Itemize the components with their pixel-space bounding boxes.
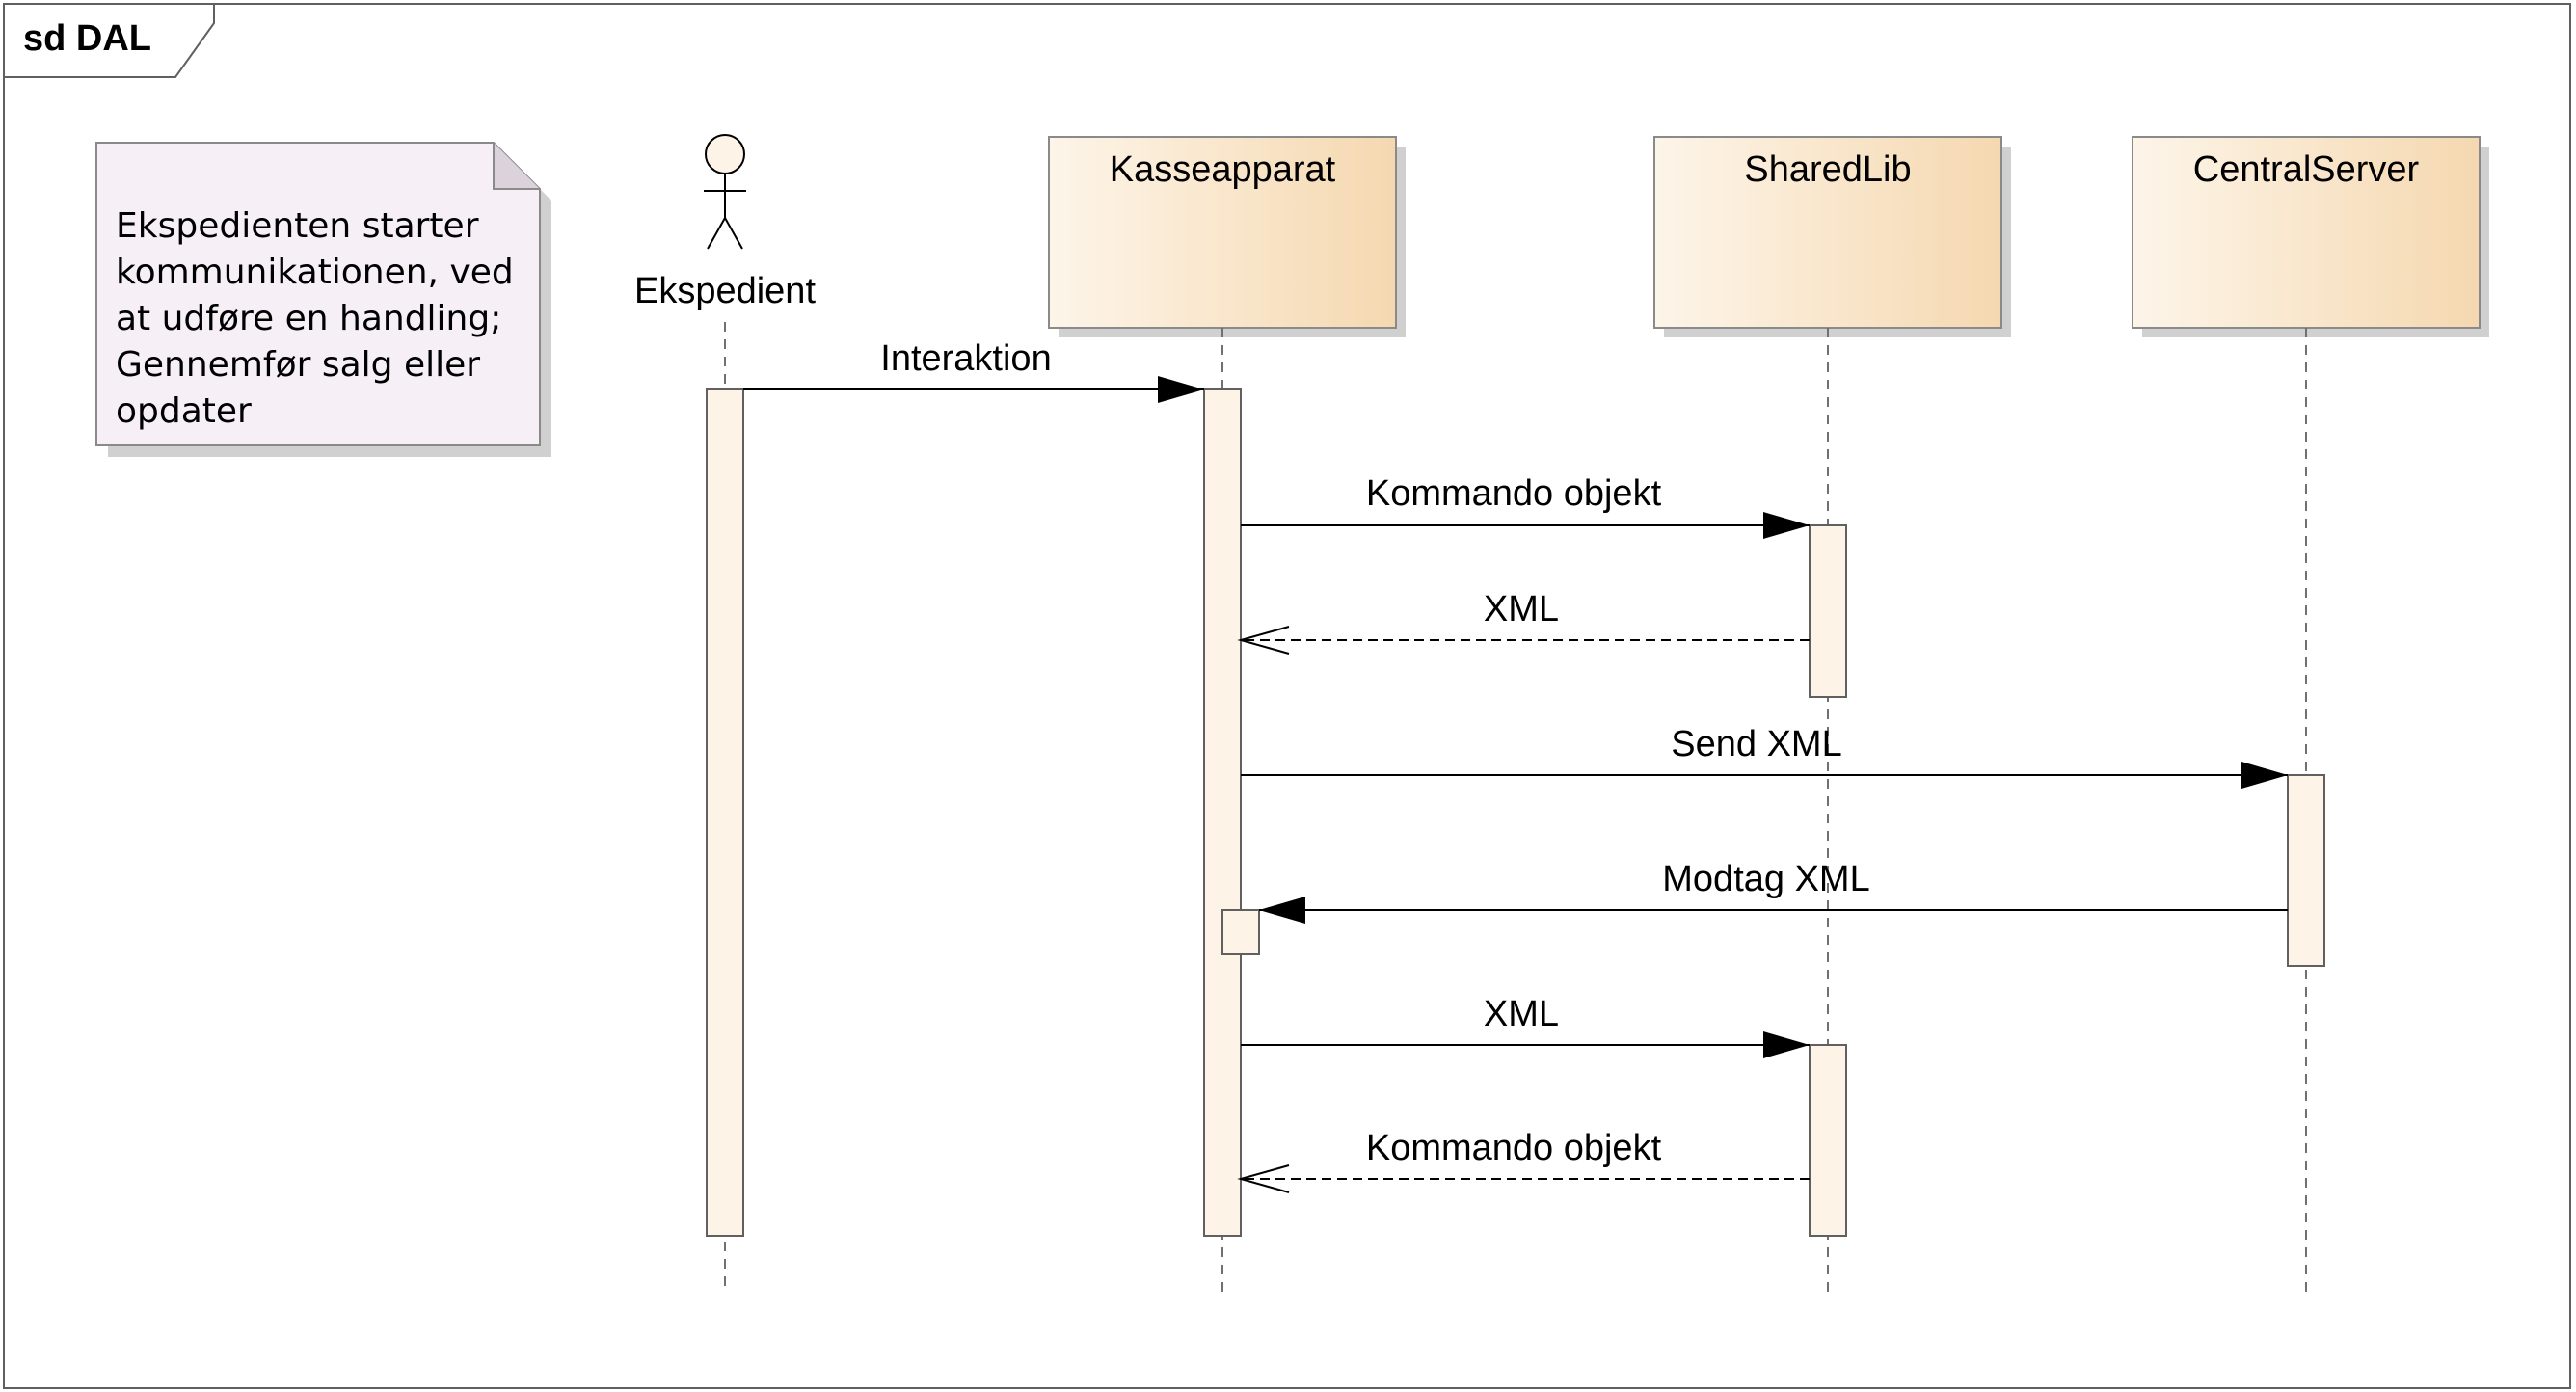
message-label: Interaktion [880, 338, 1051, 379]
message-label: XML [1484, 994, 1559, 1034]
message-label: Kommando objekt [1366, 1128, 1662, 1168]
activation-sharedlib [1809, 524, 1847, 698]
message-modtag-xml: Modtag XML [1259, 859, 2288, 924]
open-arrowhead-icon [1237, 626, 1290, 655]
note-line: Gennemfør salg eller [116, 345, 480, 385]
lifeline-name: SharedLib [1744, 149, 1911, 190]
activation-centralserver [2287, 774, 2325, 967]
stick-figure-icon [704, 134, 746, 250]
message-kommando-objekt: Kommando objekt [1241, 473, 1810, 539]
filled-arrowhead-icon [1259, 897, 1305, 924]
actor-name: Ekspedient [634, 271, 816, 311]
message-send-xml: Send XML [1241, 724, 2288, 789]
activation-kasseapparat [1203, 388, 1242, 1237]
lifeline-kasseapparat: Kasseapparat [1048, 136, 1406, 1297]
filled-arrowhead-icon [2241, 762, 2288, 789]
lifeline-box [1048, 136, 1397, 329]
note-fold [493, 143, 540, 190]
filled-arrowhead-icon [1763, 1031, 1810, 1058]
frame-label: sd DAL [23, 18, 151, 59]
open-arrowhead-icon [1237, 1164, 1290, 1193]
filled-arrowhead-icon [1763, 512, 1810, 539]
message-kommando-objekt-reply: Kommando objekt [1237, 1128, 1810, 1193]
activation-ekspedient [706, 388, 744, 1237]
activation-kasseapparat-nested [1221, 909, 1260, 955]
filled-arrowhead-icon [1158, 376, 1204, 403]
lifeline-centralserver: CentralServer [2132, 136, 2489, 1297]
frame-label-tab [3, 3, 215, 78]
message-label: Kommando objekt [1366, 473, 1662, 514]
actor-ekspedient: Ekspedient [634, 134, 816, 1292]
note-body [95, 142, 541, 446]
lifeline-box [2132, 136, 2481, 329]
message-xml: XML [1241, 994, 1810, 1058]
lifeline-sharedlib: SharedLib [1653, 136, 2011, 1297]
note: Ekspedienten starter kommunikationen, ve… [95, 142, 551, 457]
message-label: XML [1484, 589, 1559, 629]
message-label: Modtag XML [1662, 859, 1869, 899]
lifeline-name: CentralServer [2193, 149, 2420, 190]
lifeline-box [1653, 136, 2002, 329]
activation-sharedlib [1809, 1044, 1847, 1237]
note-line: at udføre en handling; [116, 299, 501, 338]
note-line: kommunikationen, ved [116, 253, 514, 292]
lifeline-name: Kasseapparat [1110, 149, 1336, 190]
message-xml-reply: XML [1237, 589, 1810, 655]
message-interaktion: Interaktion [743, 338, 1204, 403]
message-label: Send XML [1671, 724, 1841, 764]
note-line: opdater [116, 391, 252, 431]
note-line: Ekspedienten starter [116, 206, 479, 246]
